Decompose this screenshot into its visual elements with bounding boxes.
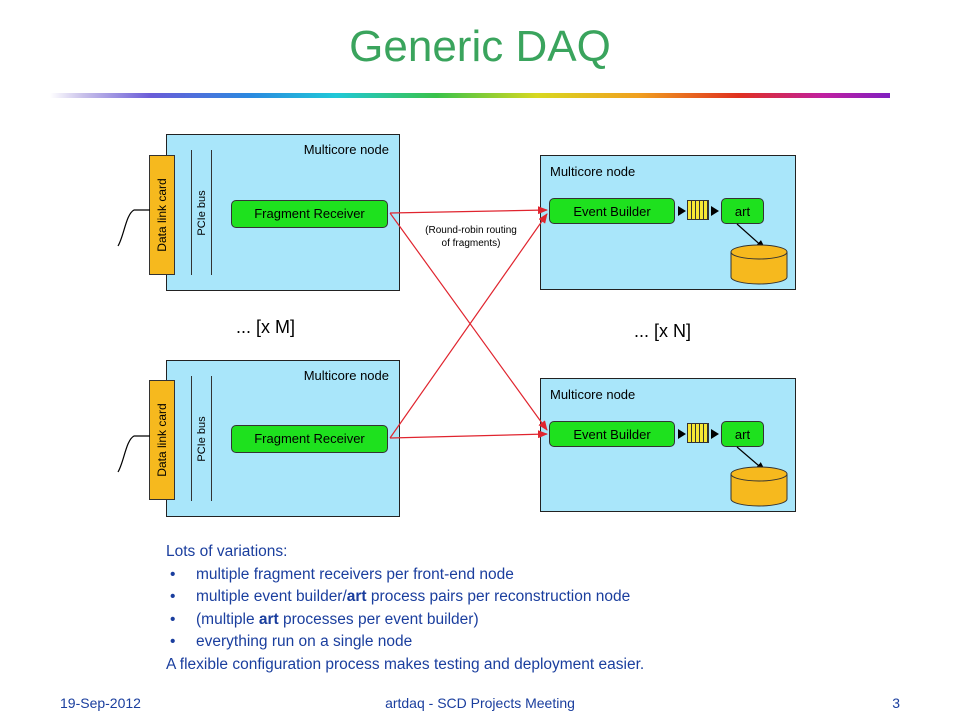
storage-disk-2-icon [730, 466, 788, 507]
link-fr1-eb1 [389, 206, 548, 215]
event-queue-1-icon [687, 200, 709, 220]
slide-title: Generic DAQ [349, 22, 611, 71]
bullet-dot: • [170, 565, 176, 583]
routing-note-line2: of fragments) [441, 238, 501, 249]
front-node-1-title: Multicore node [303, 142, 389, 157]
art-process-2: art [721, 421, 764, 447]
variations-notes: Lots of variations: • multiple fragment … [166, 541, 846, 676]
queue-arrow-1b-icon [711, 206, 719, 216]
queue-arrow-2-icon [678, 429, 686, 439]
fragment-receiver-2: Fragment Receiver [231, 425, 388, 453]
closing-statement: A flexible configuration process makes t… [166, 655, 645, 673]
art-process-1: art [721, 198, 764, 224]
bullet-item: • (multiple art processes per event buil… [166, 609, 846, 632]
bullet-dot: • [170, 633, 176, 650]
front-node-2-title: Multicore node [303, 368, 389, 383]
routing-note-line1: (Round-robin routing [425, 225, 517, 236]
data-link-card-2: Data link card [149, 380, 175, 500]
bullet-dot: • [170, 588, 176, 605]
queue-arrow-2b-icon [711, 429, 719, 439]
pcie-bus-1: PCIe bus [191, 150, 212, 275]
bullet-dot: • [170, 610, 176, 628]
input-cable-1 [117, 209, 150, 247]
event-queue-2-icon [687, 423, 709, 443]
routing-note: (Round-robin routing of fragments) [409, 224, 533, 250]
fragment-receiver-1: Fragment Receiver [231, 200, 388, 228]
back-multiplier: ... [x N] [634, 321, 692, 341]
queue-arrow-1-icon [678, 206, 686, 216]
link-fr1-eb2 [389, 212, 548, 431]
bullet-item: • everything run on a single node [166, 631, 846, 654]
link-fr2-eb2 [389, 430, 548, 439]
page-number: 3 [892, 695, 900, 711]
title-rule [50, 93, 890, 98]
footer-title: artdaq - SCD Projects Meeting [385, 695, 575, 711]
bullet-item: • multiple fragment receivers per front-… [166, 564, 846, 587]
bullet-item: • multiple event builder/art process pai… [166, 586, 846, 609]
input-cable-2 [117, 435, 150, 473]
pcie-bus-2: PCIe bus [191, 376, 212, 501]
event-builder-1: Event Builder [549, 198, 675, 224]
back-node-1-title: Multicore node [550, 164, 636, 179]
footer-date: 19-Sep-2012 [60, 695, 141, 711]
back-node-2-title: Multicore node [550, 387, 636, 402]
front-multiplier: ... [x M] [236, 317, 296, 337]
data-link-card-1: Data link card [149, 155, 175, 275]
link-fr2-eb1 [389, 213, 548, 439]
storage-disk-1-icon [730, 244, 788, 285]
event-builder-2: Event Builder [549, 421, 675, 447]
variations-heading: Lots of variations: [166, 543, 288, 560]
